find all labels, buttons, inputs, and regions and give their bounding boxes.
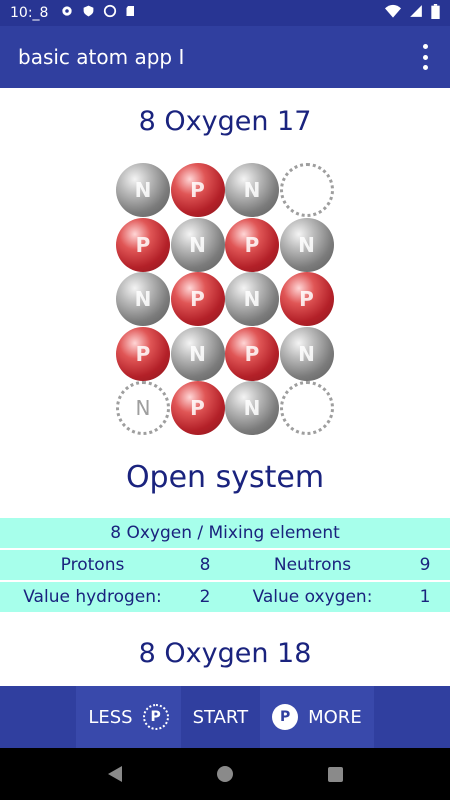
element-info-table: 8 Oxygen / Mixing element Protons 8 Neut… [0,518,450,614]
empty-slot [279,163,334,217]
empty-slot [279,381,334,435]
start-button-label: START [192,706,249,728]
neutron-ball: N [225,381,279,435]
more-button[interactable]: P MORE [260,686,374,748]
table-header-row: 8 Oxygen / Mixing element [0,518,450,550]
proton-ball: P [279,272,334,326]
system-nav-bar [0,748,450,800]
start-button[interactable]: START [181,686,261,748]
neutron-ball: N [116,272,170,326]
table-row: Protons 8 Neutrons 9 [0,550,450,582]
signal-icon [409,4,423,22]
value-oxygen-value: 1 [419,587,431,607]
system-label: Open system [125,460,325,495]
home-icon[interactable] [216,766,233,782]
next-element-title: 8 Oxygen 18 [138,638,312,669]
app-bar: basic atom app I [0,26,450,88]
battery-icon [431,3,440,23]
proton-ball: P [225,217,279,272]
proton-ball: P [116,217,170,272]
shield-icon [82,4,95,22]
overflow-menu-icon[interactable] [418,44,432,70]
proton-outline-icon: P [142,704,169,730]
proton-solid-icon: P [272,704,299,730]
neutron-ball: N [225,272,279,326]
value-oxygen-label: Value oxygen: [252,587,373,607]
table-row: Value hydrogen: 2 Value oxygen: 1 [0,582,450,614]
element-title: 8 Oxygen 17 [138,106,312,137]
neutrons-label: Neutrons [273,555,352,575]
neutrons-value: 9 [419,555,431,575]
neutron-ball: N [116,163,170,217]
less-button[interactable]: LESS P [76,686,181,748]
sd-card-icon [125,4,137,22]
proton-ball: P [116,326,170,381]
status-time: 10:_8 [10,5,49,21]
bottom-action-bar: LESS P START P MORE [0,686,450,748]
empty-neutron-slot: N [116,381,170,435]
recents-icon[interactable] [327,766,343,782]
neutron-ball: N [170,326,225,381]
value-hydrogen-value: 2 [199,587,211,607]
value-hydrogen-label: Value hydrogen: [23,587,162,607]
app-title: basic atom app I [18,45,185,69]
gear-icon [60,4,74,22]
proton-ball: P [170,381,225,435]
back-icon[interactable] [107,766,122,782]
more-button-label: MORE [308,706,362,728]
less-button-label: LESS [88,706,133,728]
neutron-ball: N [279,217,334,272]
protons-value: 8 [199,555,211,575]
table-header: 8 Oxygen / Mixing element [110,523,340,543]
neutron-ball: N [279,326,334,381]
neutron-ball: N [225,163,279,217]
proton-ball: P [170,272,225,326]
protons-label: Protons [60,555,125,575]
proton-ball: P [225,326,279,381]
wifi-icon [385,4,401,22]
neutron-ball: N [170,217,225,272]
status-bar: 10:_8 [0,0,450,26]
proton-ball: P [170,163,225,217]
sync-icon [103,4,117,22]
